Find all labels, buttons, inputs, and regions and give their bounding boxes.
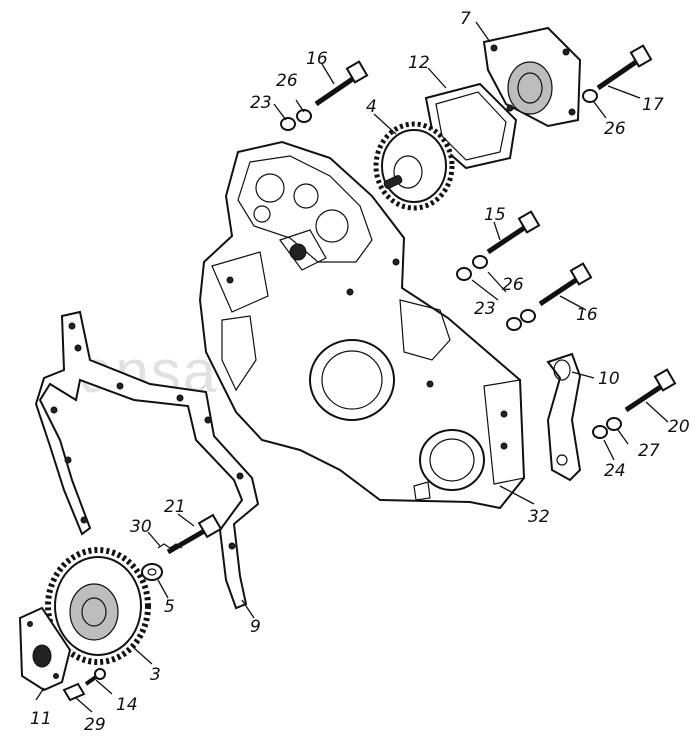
callout-labels: 7 16 12 26 23 4 17 26 15 26 23 16 10 20 … (30, 9, 690, 735)
callout-12: 12 (408, 53, 430, 73)
timing-case-housing (198, 140, 526, 510)
callout-26-mid: 26 (502, 275, 524, 295)
idler-gear-4 (373, 121, 455, 211)
callout-23-mid: 23 (474, 299, 496, 319)
lock-plate-29 (62, 682, 86, 702)
leader-lines (35, 21, 669, 713)
washer-26-right (582, 89, 598, 103)
callout-16-lower: 16 (576, 305, 598, 325)
washer-23-mid (456, 267, 472, 281)
callout-23-upper: 23 (250, 93, 272, 113)
bolt-15 (486, 210, 541, 255)
callout-5: 5 (164, 597, 175, 617)
callout-27: 27 (638, 441, 660, 461)
callout-21: 21 (164, 497, 186, 517)
callout-14: 14 (116, 695, 138, 715)
bolt-16-upper (314, 60, 369, 107)
washer-26-upper (296, 109, 312, 123)
callout-30: 30 (130, 517, 152, 537)
callout-3: 3 (150, 665, 161, 685)
bolt-16-lower (538, 262, 593, 307)
callout-11: 11 (30, 709, 52, 729)
washer-5 (141, 563, 163, 581)
gasket-9 (34, 310, 260, 610)
washer-24 (592, 425, 608, 439)
callout-29: 29 (84, 715, 106, 735)
bolt-17 (596, 44, 653, 91)
bolt-20 (624, 368, 677, 413)
callout-7: 7 (460, 9, 471, 29)
callout-24: 24 (604, 461, 626, 481)
callout-32: 32 (528, 507, 550, 527)
bolt-14 (84, 668, 106, 686)
washer-26-mid (472, 255, 488, 269)
bracket-10 (546, 352, 582, 482)
crank-gear-3 (45, 547, 151, 665)
drive-housing-7 (482, 26, 582, 128)
callout-17: 17 (642, 95, 664, 115)
callout-15: 15 (484, 205, 506, 225)
bolt-21 (166, 513, 223, 555)
washer-23-lower (506, 317, 522, 331)
callout-26-right: 26 (604, 119, 626, 139)
callout-10: 10 (598, 369, 620, 389)
callout-16-upper: 16 (306, 49, 328, 69)
callout-9: 9 (250, 617, 261, 637)
washer-27 (606, 417, 622, 431)
callout-4: 4 (366, 97, 377, 117)
callout-26-upper: 26 (276, 71, 298, 91)
callout-20: 20 (668, 417, 690, 437)
cover-plate-11 (18, 606, 72, 692)
washer-26-lower (520, 309, 536, 323)
washer-23-upper (280, 117, 296, 131)
gasket-12 (424, 82, 518, 170)
